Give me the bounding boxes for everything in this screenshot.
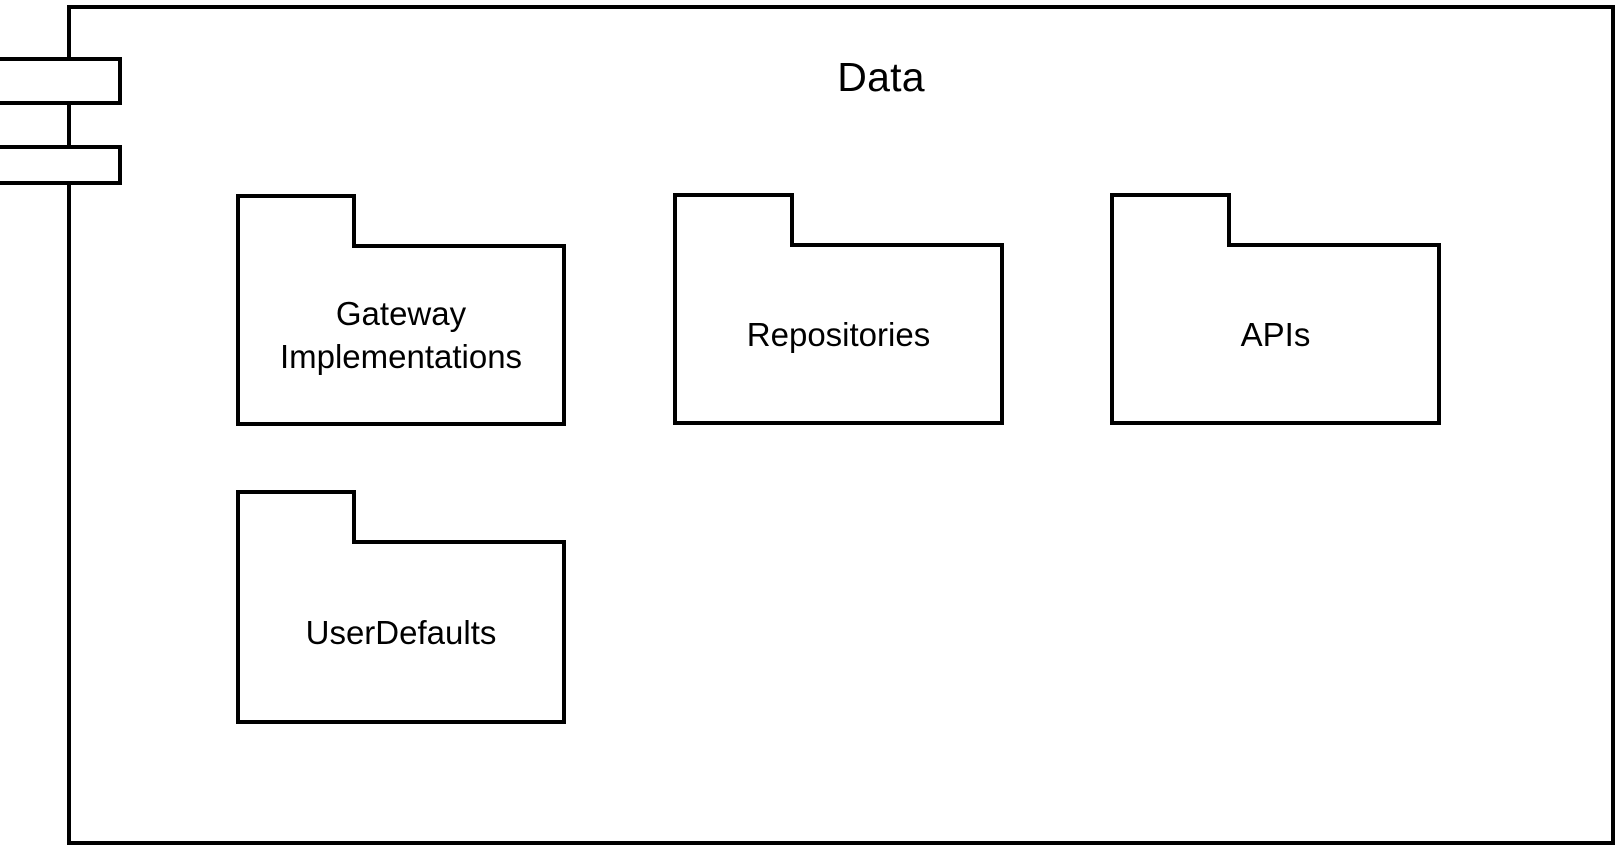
- component-tab-upper-icon: [0, 57, 122, 105]
- package-body: APIs: [1110, 243, 1441, 425]
- package-repositories[interactable]: Repositories: [673, 193, 1004, 425]
- package-body: Gateway Implementations: [236, 244, 566, 426]
- package-gateway-implementations[interactable]: Gateway Implementations: [236, 194, 566, 426]
- package-label: APIs: [1240, 315, 1311, 353]
- package-tab-icon: [1110, 193, 1231, 247]
- component-title: Data: [837, 54, 925, 100]
- package-body: UserDefaults: [236, 540, 566, 724]
- package-tab-icon: [236, 490, 356, 544]
- package-userdefaults[interactable]: UserDefaults: [236, 490, 566, 724]
- package-label: Gateway Implementations: [279, 295, 523, 375]
- package-body: Repositories: [673, 243, 1004, 425]
- package-label: UserDefaults: [305, 613, 497, 651]
- package-label: Repositories: [746, 315, 931, 353]
- package-tab-icon: [673, 193, 794, 247]
- package-apis[interactable]: APIs: [1110, 193, 1441, 425]
- component-tab-lower-icon: [0, 145, 122, 185]
- package-tab-icon: [236, 194, 356, 248]
